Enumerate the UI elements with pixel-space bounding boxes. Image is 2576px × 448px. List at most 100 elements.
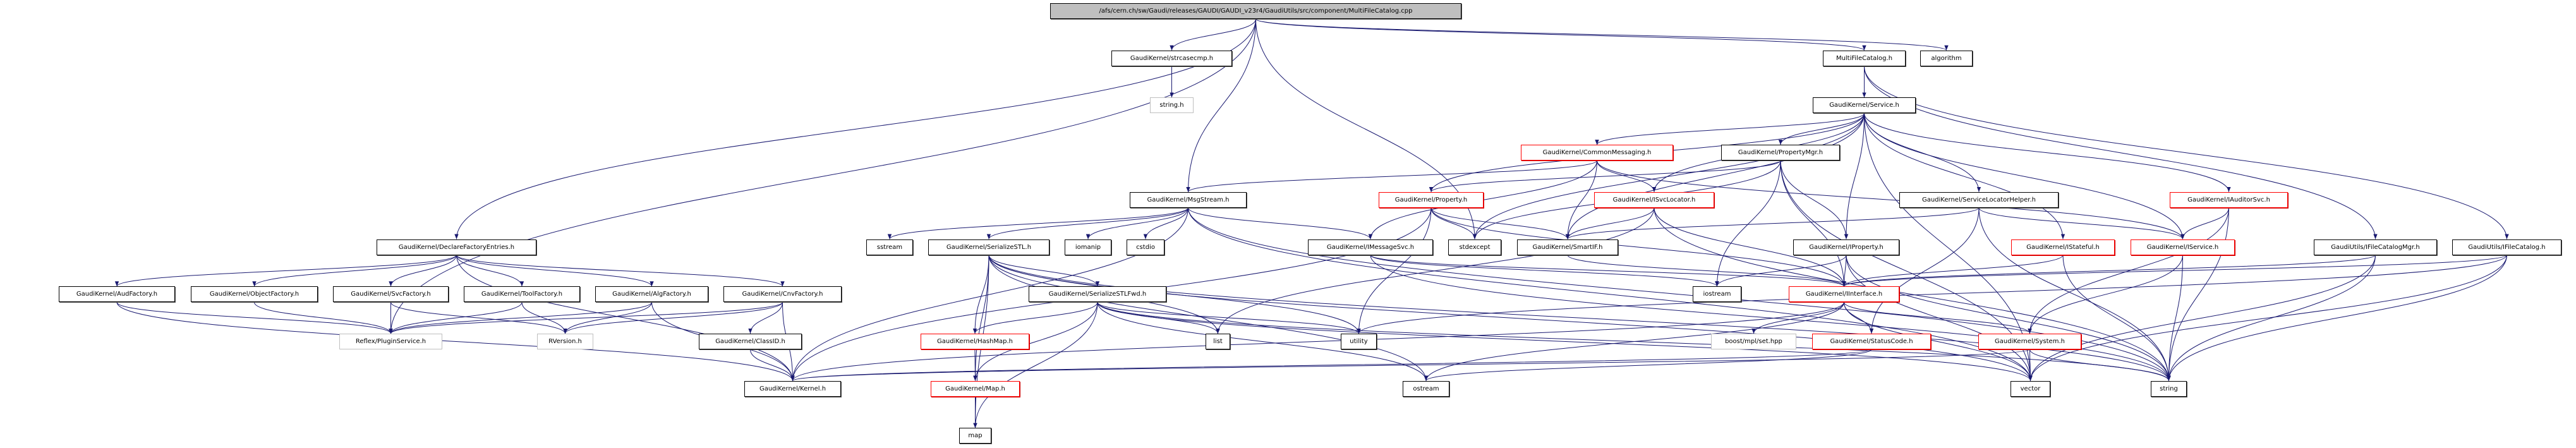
edge-service-to-slh <box>1864 113 1981 192</box>
edge-main-to-strcasecmp <box>1170 18 1256 51</box>
node-stdexcept[interactable]: stdexcept <box>1448 239 1501 255</box>
edge-ifcm-to-string <box>2167 255 2376 381</box>
edge-serstl-to-ostream <box>988 255 1429 381</box>
edge-cnvf-to-plugin <box>389 301 783 334</box>
node-string[interactable]: string <box>2151 380 2187 397</box>
edge-algf-to-plugin <box>389 301 652 334</box>
node-ifcm[interactable]: GaudiUtils/IFileCatalogMgr.h <box>2314 239 2437 255</box>
edge-system-to-kernel <box>790 349 2030 382</box>
node-istateful[interactable]: GaudiKernel/IStateful.h <box>2011 239 2115 255</box>
edge-iauditor-to-system <box>2028 207 2229 334</box>
node-stringh[interactable]: string.h <box>1150 97 1194 114</box>
node-kernel[interactable]: GaudiKernel/Kernel.h <box>744 380 841 397</box>
edge-ifcm-to-interface <box>1842 255 2376 287</box>
node-propmgr[interactable]: GaudiKernel/PropertyMgr.h <box>1721 145 1840 161</box>
edge-imsgsvc-to-interface <box>1370 255 1846 287</box>
node-algf[interactable]: GaudiKernel/AlgFactory.h <box>595 286 708 303</box>
edge-main-to-msgstream <box>1186 18 1256 192</box>
edge-dfe-to-kernel <box>456 255 795 381</box>
edge-serstl-to-vector <box>988 255 2033 381</box>
edge-toolf-to-plugin <box>389 302 523 334</box>
edge-obj-to-plugin <box>254 302 393 334</box>
edge-commonmsg-to-msgstream <box>1186 160 1597 193</box>
edge-dfe-to-algf <box>456 255 654 287</box>
node-isvcloc[interactable]: GaudiKernel/ISvcLocator.h <box>1594 191 1714 208</box>
node-svcf[interactable]: GaudiKernel/SvcFactory.h <box>333 286 449 303</box>
edge-isvcloc-to-smartif <box>1565 207 1655 239</box>
node-map-h[interactable]: GaudiKernel/Map.h <box>931 380 1020 397</box>
edge-cnvf-to-classid <box>748 302 783 334</box>
edge-service-to-istateful <box>1864 113 2065 239</box>
edge-dfe-to-obj <box>252 255 457 287</box>
edge-iproperty-to-string <box>1846 255 2171 381</box>
edge-aud-to-kernel <box>116 302 795 381</box>
node-cstdio[interactable]: cstdio <box>1127 239 1164 255</box>
edge-dfe-to-svcf <box>389 255 457 287</box>
edge-slh-to-smartif <box>1566 207 1980 239</box>
node-plugin[interactable]: Reflex/PluginService.h <box>339 333 442 349</box>
node-vector[interactable]: vector <box>2011 380 2050 397</box>
edge-property-to-stdexcept <box>1430 207 1477 239</box>
node-property[interactable]: GaudiKernel/Property.h <box>1379 191 1484 208</box>
node-interface[interactable]: GaudiKernel/IInterface.h <box>1789 286 1899 303</box>
node-msgstream[interactable]: GaudiKernel/MsgStream.h <box>1130 191 1247 208</box>
edge-aud-to-plugin <box>116 301 393 334</box>
edge-commonmsg-to-iservice <box>1597 160 2185 239</box>
edge-serfwd-to-hashmap <box>972 302 1098 334</box>
node-algorithm[interactable]: algorithm <box>1920 50 1973 66</box>
edge-iservice-to-system <box>2028 255 2183 334</box>
edge-msgstream-to-string <box>1188 207 2171 381</box>
node-strcasecmp[interactable]: GaudiKernel/strcasecmp.h <box>1111 50 1232 66</box>
node-ostream[interactable]: ostream <box>1403 380 1449 397</box>
node-iostream[interactable]: iostream <box>1693 286 1741 303</box>
node-utility[interactable]: utility <box>1341 333 1377 349</box>
node-slh[interactable]: GaudiKernel/ServiceLocatorHelper.h <box>1899 191 2059 208</box>
edge-isvcloc-to-list <box>1216 207 1655 334</box>
node-commonmsg[interactable]: GaudiKernel/CommonMessaging.h <box>1521 145 1673 161</box>
edge-statuscode-to-kernel <box>790 349 1872 382</box>
node-serfwd[interactable]: GaudiKernel/SerializeSTLFwd.h <box>1029 286 1166 303</box>
edge-ifc-to-string <box>2167 255 2507 381</box>
edge-iproperty-to-iostream <box>1715 255 1847 287</box>
node-classid[interactable]: GaudiKernel/ClassID.h <box>699 333 802 349</box>
edge-main-to-mfc <box>1255 18 1866 51</box>
node-toolf[interactable]: GaudiKernel/ToolFactory.h <box>464 286 580 303</box>
node-sstream[interactable]: sstream <box>866 239 913 255</box>
node-serstl[interactable]: GaudiKernel/SerializeSTL.h <box>928 239 1049 255</box>
node-main[interactable]: /afs/cern.ch/sw/Gaudi/releases/GAUDI/GAU… <box>1050 3 1461 19</box>
edge-iservice-to-string <box>2167 255 2183 381</box>
edge-serstl-to-string <box>988 255 2171 381</box>
edge-imsgsvc-to-string <box>1370 255 2171 381</box>
node-hashmap[interactable]: GaudiKernel/HashMap.h <box>921 333 1029 349</box>
node-list[interactable]: list <box>1206 333 1230 349</box>
node-map[interactable]: map <box>959 428 991 444</box>
node-obj[interactable]: GaudiKernel/ObjectFactory.h <box>191 286 318 303</box>
edge-property-to-smartif <box>1430 207 1570 239</box>
edge-dfe-to-toolf <box>456 255 524 287</box>
node-ifc[interactable]: GaudiUtils/IFileCatalog.h <box>2452 239 2561 255</box>
edge-commonmsg-to-isvcloc <box>1597 160 1657 192</box>
node-imsgsvc[interactable]: GaudiKernel/IMessageSvc.h <box>1308 239 1433 255</box>
edge-ifc-to-vector <box>2028 255 2507 381</box>
node-rversion[interactable]: RVersion.h <box>537 333 593 349</box>
node-mfc[interactable]: MultiFileCatalog.h <box>1823 50 1906 66</box>
node-iservice[interactable]: GaudiKernel/IService.h <box>2131 239 2235 255</box>
node-cnvf[interactable]: GaudiKernel/CnvFactory.h <box>723 286 842 303</box>
node-boost[interactable]: boost/mpl/set.hpp <box>1711 333 1796 349</box>
edge-interface-to-system <box>1844 302 2032 334</box>
node-dfe[interactable]: GaudiKernel/DeclareFactoryEntries.h <box>377 239 536 255</box>
edge-slh-to-iservice <box>1978 207 2185 239</box>
node-iauditor[interactable]: GaudiKernel/IAuditorSvc.h <box>2170 191 2288 208</box>
edge-main-to-algorithm <box>1255 18 1949 51</box>
edge-mfc-to-ifcm <box>1864 66 2378 239</box>
edge-ifc-to-utility <box>1357 255 2507 334</box>
node-system[interactable]: GaudiKernel/System.h <box>1978 333 2081 349</box>
edge-ifc-to-interface <box>1842 255 2507 287</box>
node-iomanip[interactable]: iomanip <box>1065 239 1111 255</box>
node-service[interactable]: GaudiKernel/Service.h <box>1813 97 1916 114</box>
edge-main-to-plugin <box>389 18 1256 334</box>
node-smartif[interactable]: GaudiKernel/SmartIF.h <box>1517 239 1618 255</box>
node-iproperty[interactable]: GaudiKernel/IProperty.h <box>1793 239 1899 255</box>
node-aud[interactable]: GaudiKernel/AudFactory.h <box>59 286 175 303</box>
node-statuscode[interactable]: GaudiKernel/StatusCode.h <box>1812 333 1931 349</box>
